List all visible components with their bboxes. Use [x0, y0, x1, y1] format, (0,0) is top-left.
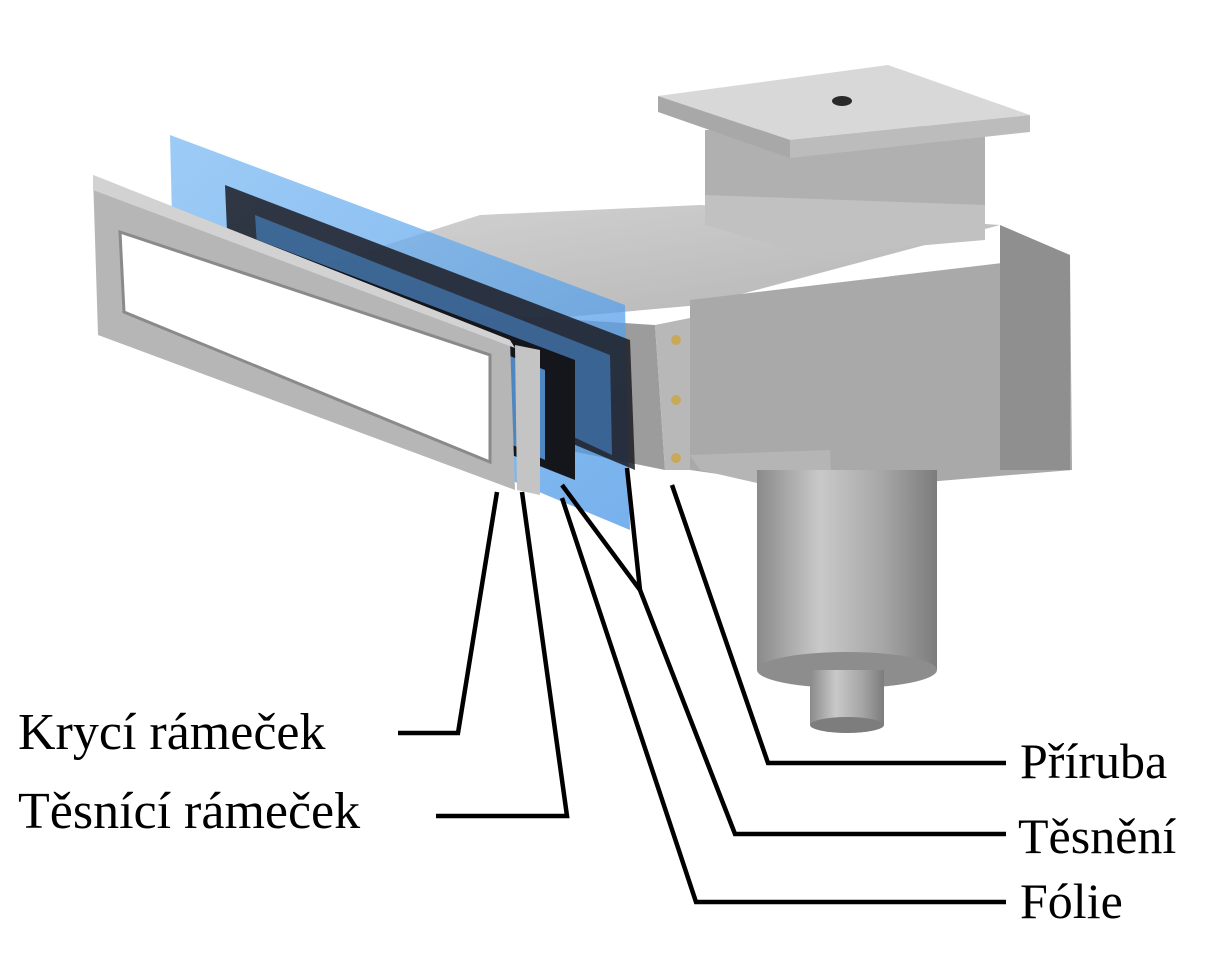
label-kryci-ramecek: Krycí rámeček: [18, 704, 326, 761]
leader-line-folie: [559, 497, 1006, 905]
label-priruba: Příruba: [1020, 733, 1168, 789]
leader-line-priruba: [669, 484, 1006, 766]
leader-line-kryci-ramecek: [398, 491, 500, 736]
cover-frame: [93, 175, 515, 490]
label-tesnici-ramecek: Těsnící rámeček: [18, 783, 361, 840]
leader-line-tesneni-b: [624, 467, 643, 591]
leader-lines: [398, 467, 1006, 905]
outlet-pipe: [757, 470, 937, 733]
leader-line-tesnici-ramecek: [436, 491, 570, 819]
label-tesneni: Těsnění: [1018, 808, 1177, 864]
leader-line-tesneni-a: [560, 483, 642, 592]
leader-line-tesneni: [637, 589, 1006, 837]
top-lid: [658, 65, 1030, 255]
label-folie: Fólie: [1020, 873, 1123, 929]
